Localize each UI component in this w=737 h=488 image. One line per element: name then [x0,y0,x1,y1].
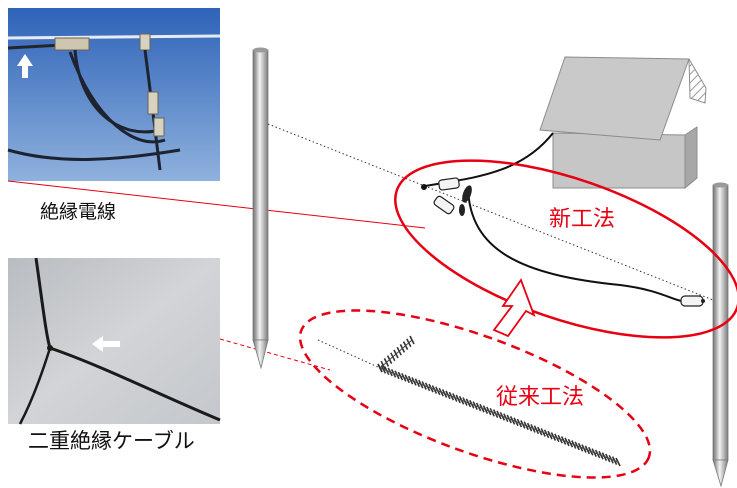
new-method-label: 新工法 [549,207,616,232]
up-arrow-icon [17,54,33,78]
insulated-wire-photo [7,8,221,181]
new-method-wiring [421,132,705,307]
pole-left [252,47,269,370]
double-insulated-cable-photo [8,257,221,425]
hollow-up-arrow-icon [492,278,536,338]
new-method-ellipse [394,159,737,339]
left-arrow-icon [92,336,120,352]
house [539,56,707,190]
double-insulated-cable-label: 二重絶縁ケーブル [28,429,195,453]
pole-right [712,182,729,488]
conventional-method-label: 従来工法 [496,385,585,410]
conventional-spiral-wire [377,335,621,467]
conventional-method-ellipse [298,309,652,479]
insulated-wire-callout-line [7,180,426,229]
lower-messenger-line [317,339,381,369]
insulated-wire-label: 絶縁電線 [40,201,117,223]
cable-callout-line [219,338,331,371]
